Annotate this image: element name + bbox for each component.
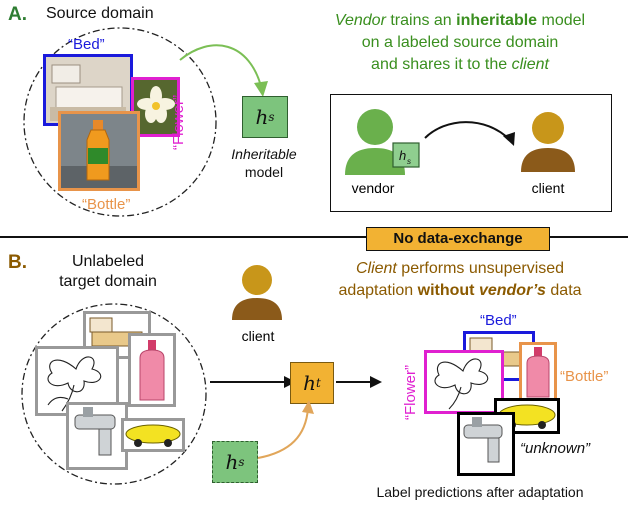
pred-flower-image <box>424 350 504 414</box>
init-arrow <box>257 400 314 459</box>
target-faucet-image <box>66 402 128 470</box>
bottle-label: “Bottle” <box>82 196 131 213</box>
predictions-caption: Label predictions after adaptation <box>376 484 584 500</box>
pred-bottle-image <box>519 342 557 402</box>
section-b-letter: B. <box>8 252 27 273</box>
section-a-description: Vendor trains an inheritable model on a … <box>334 12 586 73</box>
target-skateboard-image <box>121 418 185 452</box>
svg-text:h: h <box>399 148 406 163</box>
client-figure-a <box>521 112 575 172</box>
pred-flower-label: “Flower” <box>402 365 419 420</box>
model-to-predictions-arrow <box>336 376 382 388</box>
vendor-client-figures: h s <box>345 109 575 175</box>
target-domain-title: Unlabeled target domain <box>59 253 157 290</box>
section-b-description: Client performs unsupervised adaptation … <box>338 260 582 299</box>
client-label-b: client <box>241 328 275 344</box>
pred-bottle-label: “Bottle” <box>560 368 609 385</box>
vendor-figure: h s <box>345 109 420 175</box>
target-domain-circle <box>21 303 207 485</box>
no-data-exchange-banner: No data-exchange <box>366 227 550 251</box>
vendor-label: vendor <box>351 180 395 196</box>
model-caption-1: Inheritable <box>231 146 297 162</box>
svg-text:s: s <box>407 157 411 166</box>
pred-unknown-label: “unknown” <box>520 440 591 457</box>
share-arrow <box>179 44 268 97</box>
section-divider <box>0 236 628 238</box>
source-domain-circle <box>23 27 217 217</box>
target-to-model-arrow <box>210 376 296 388</box>
source-domain-title: Source domain <box>46 5 154 22</box>
vendor-client-box <box>330 94 612 212</box>
client-label-a: client <box>531 180 565 196</box>
model-caption-2: model <box>244 164 284 180</box>
bottle-image <box>58 111 140 191</box>
target-bottle-image <box>128 333 176 407</box>
client-figure-b <box>232 265 282 320</box>
pred-faucet-image <box>457 412 515 476</box>
pred-bed-label: “Bed” <box>480 312 517 329</box>
bed-label: “Bed” <box>68 36 105 53</box>
section-a-letter: A. <box>8 4 27 25</box>
